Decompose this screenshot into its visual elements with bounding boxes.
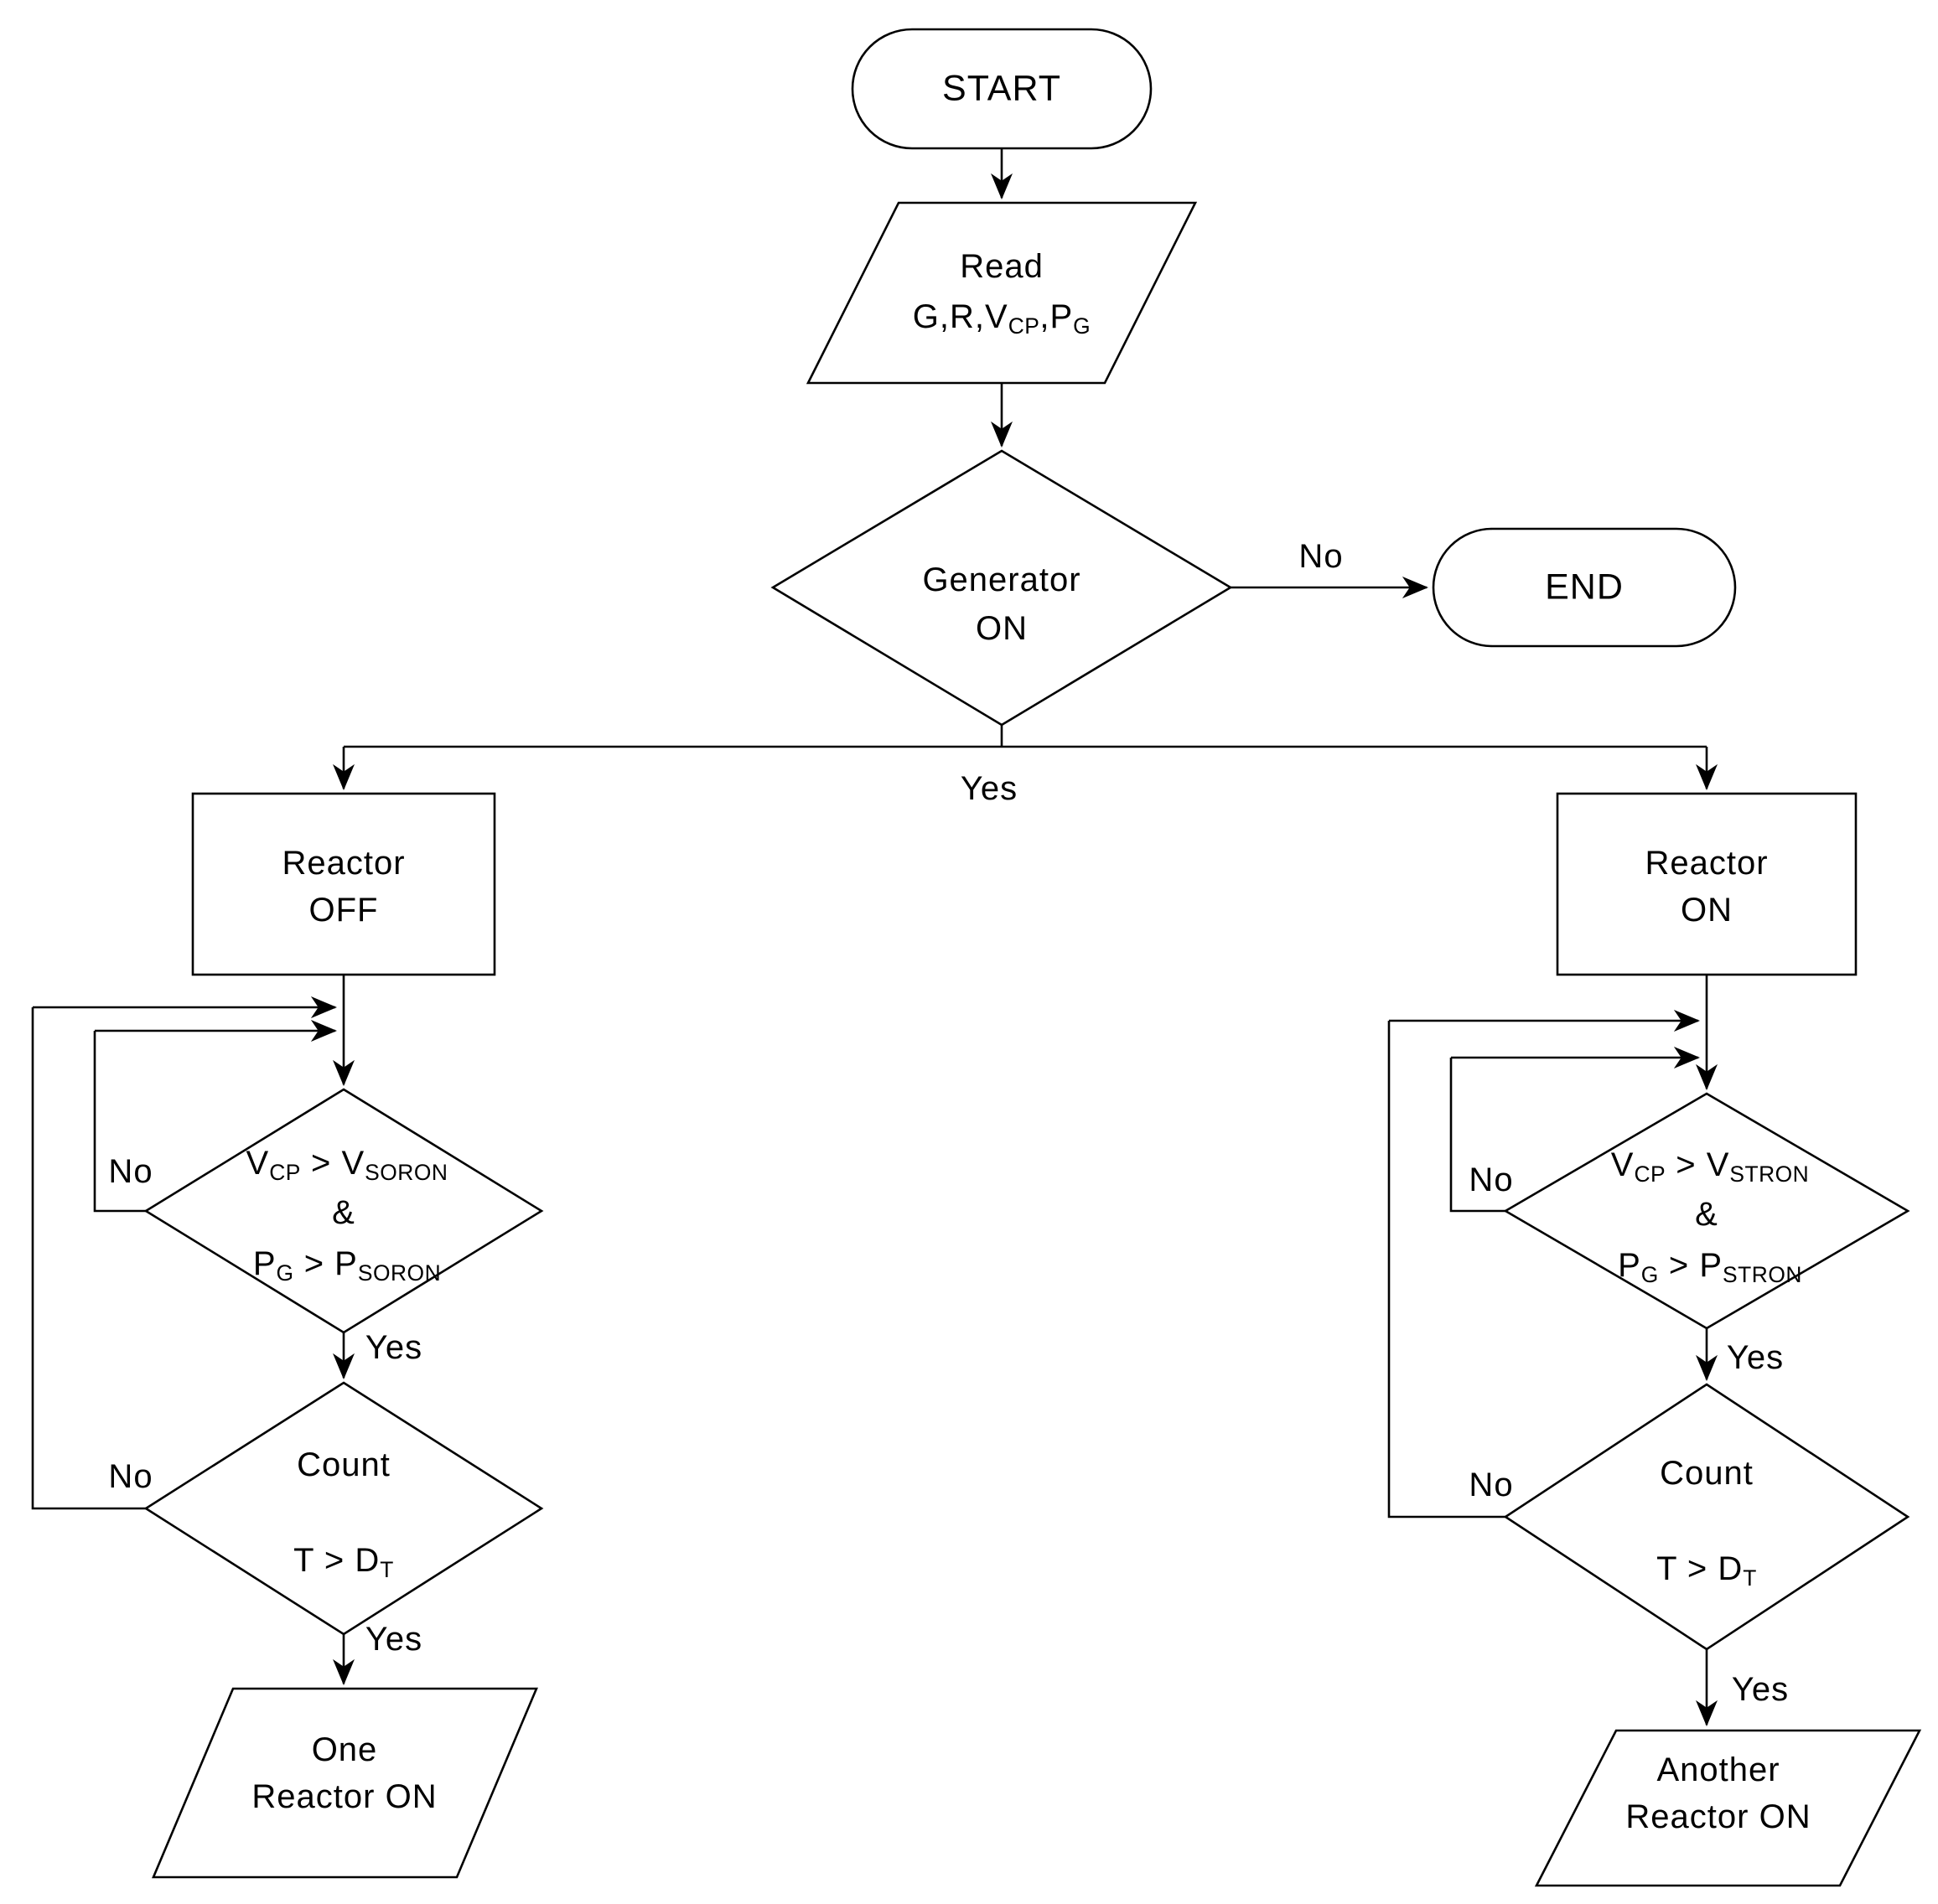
subscript-run: G	[1073, 313, 1091, 339]
end-terminator-shape	[1432, 527, 1737, 648]
edge-label-count-left-yes: Yes	[365, 1621, 423, 1658]
text-run: > P	[1658, 1247, 1723, 1284]
text-run: P	[252, 1245, 277, 1282]
subscript-run: T	[1743, 1565, 1757, 1591]
one-reactor-parallelogram-shape	[152, 1687, 538, 1879]
text-run: T > D	[1656, 1550, 1744, 1587]
cond-soron-label-line2: &	[332, 1194, 355, 1231]
loop-stron-no-path	[1449, 1058, 1505, 1213]
reactor-off-label-line1: Reactor	[282, 845, 406, 882]
count-right-diamond-shape	[1503, 1383, 1910, 1651]
another-reactor-label-line1: Another	[1656, 1751, 1780, 1788]
subscript-run: CP	[1008, 313, 1040, 339]
text-run: P	[1618, 1247, 1641, 1284]
subscript-run: CP	[269, 1160, 301, 1186]
edge-label-count-left-no: No	[108, 1458, 153, 1495]
text-run: T > D	[293, 1542, 381, 1579]
reactor-on-label-line1: Reactor	[1645, 845, 1769, 882]
edge-label-count-right-no: No	[1469, 1467, 1514, 1503]
read-parallelogram-shape	[806, 201, 1198, 385]
subscript-run: G	[1640, 1262, 1659, 1288]
subscript-run: STRON	[1729, 1162, 1810, 1187]
subscript-run: STRON	[1723, 1262, 1802, 1288]
text-run: ,P	[1039, 298, 1074, 335]
text-run: G,R,V	[912, 298, 1008, 335]
another-reactor-parallelogram-shape	[1534, 1729, 1922, 1887]
subscript-run: SORON	[365, 1160, 448, 1186]
cond-soron-label-line1: VCP > VSORON	[246, 1145, 448, 1186]
generator-label-line2: ON	[976, 610, 1028, 647]
generator-label-line1: Generator	[922, 561, 1081, 598]
loop-soron-no-path	[93, 1031, 146, 1213]
cond-soron-label-line3: PG > PSORON	[252, 1245, 441, 1286]
count-left-label-line2: T > DT	[293, 1542, 394, 1583]
one-reactor-label-line1: One	[311, 1731, 378, 1768]
loop-count-right-no-path	[1387, 1021, 1505, 1519]
one-reactor-label-line2: Reactor ON	[251, 1778, 438, 1815]
edge-label-count-right-yes: Yes	[1731, 1671, 1790, 1708]
count-right-label-line1: Count	[1660, 1455, 1754, 1492]
edge-label-soron-yes: Yes	[365, 1329, 423, 1366]
cond-stron-label-line1: VCP > VSTRON	[1610, 1146, 1810, 1187]
cond-stron-label-line3: PG > PSTRON	[1618, 1247, 1802, 1288]
subscript-run: G	[276, 1260, 294, 1286]
text-run: V	[246, 1145, 270, 1182]
cond-stron-label-line2: &	[1695, 1196, 1718, 1233]
edge-label-stron-no: No	[1469, 1162, 1514, 1198]
edge-label-stron-yes: Yes	[1726, 1339, 1785, 1376]
count-left-label-line1: Count	[297, 1446, 391, 1483]
reactor-on-label-line2: ON	[1681, 892, 1733, 929]
edge-label-generator-no: No	[1298, 538, 1344, 575]
loop-count-left-no-path	[31, 1007, 146, 1510]
read-label-line2: G,R,VCP,PG	[912, 298, 1091, 339]
subscript-run: CP	[1634, 1162, 1666, 1187]
reactor-off-label-line2: OFF	[308, 892, 379, 929]
read-label-line1: Read	[960, 248, 1044, 285]
text-run: V	[1610, 1146, 1635, 1183]
text-run: > V	[1666, 1146, 1730, 1183]
subscript-run: T	[380, 1557, 394, 1583]
reactor-on-box-shape	[1556, 792, 1858, 976]
start-label: START	[942, 68, 1061, 109]
count-left-diamond-shape	[143, 1381, 544, 1636]
edge-label-generator-yes: Yes	[960, 770, 1018, 807]
edge-label-soron-no: No	[108, 1153, 153, 1190]
subscript-run: SORON	[357, 1260, 442, 1286]
text-run: > P	[293, 1245, 358, 1282]
end-label: END	[1545, 567, 1624, 608]
text-run: > V	[300, 1145, 365, 1182]
reactor-off-box-shape	[191, 792, 496, 976]
another-reactor-label-line2: Reactor ON	[1625, 1798, 1811, 1835]
count-right-label-line2: T > DT	[1656, 1550, 1757, 1591]
